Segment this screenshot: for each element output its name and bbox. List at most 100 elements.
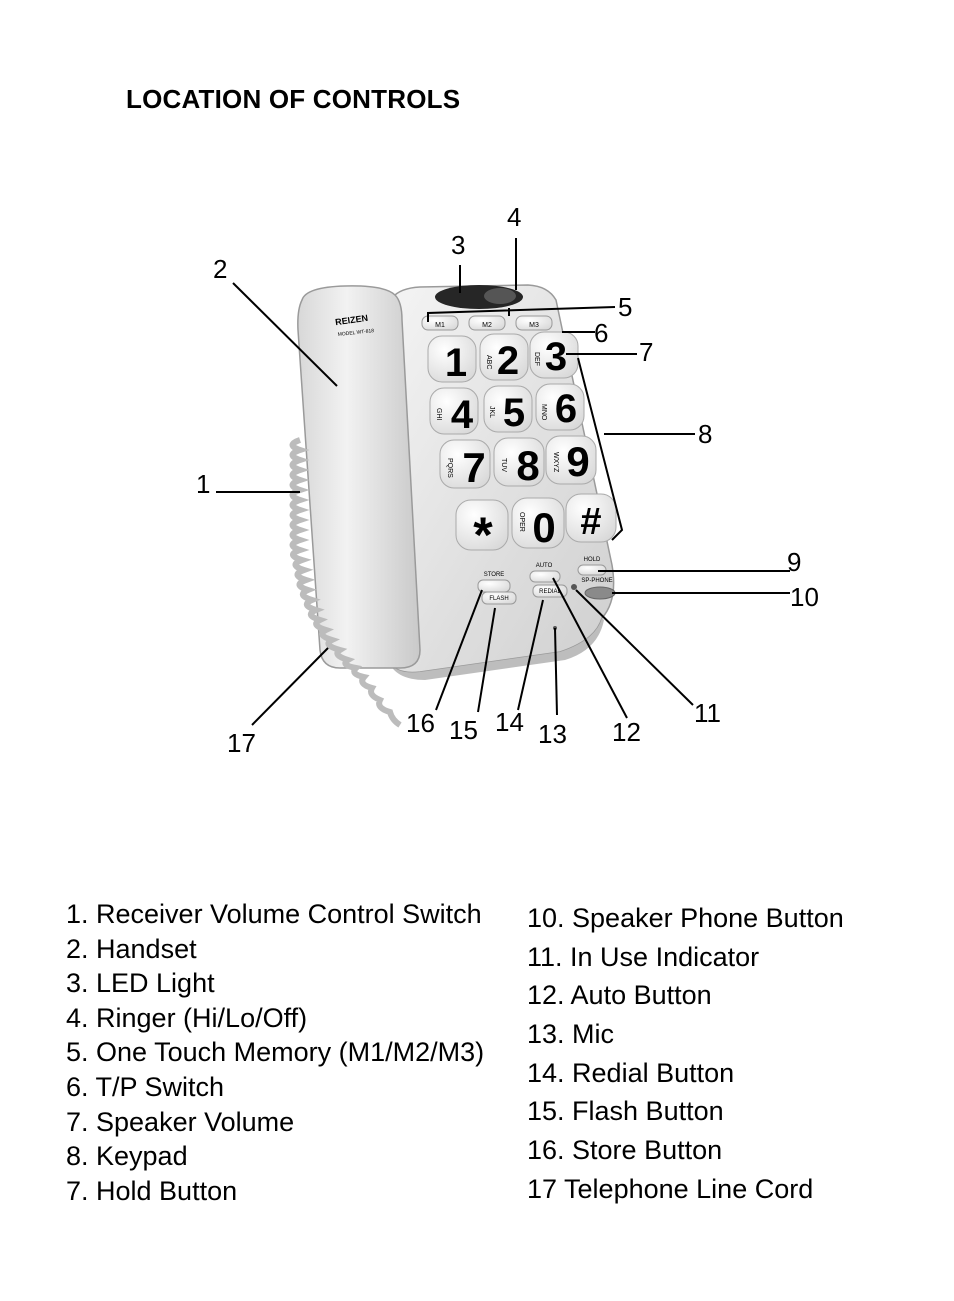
legend-item: 14. Redial Button <box>527 1057 735 1088</box>
in-use-indicator <box>571 584 577 590</box>
key-4-letters: GHI <box>435 408 442 421</box>
store-button[interactable] <box>477 579 511 593</box>
callout-numbers: 1 2 3 4 5 6 7 8 9 10 11 12 13 14 15 16 1… <box>196 202 819 758</box>
model-label: MODEL WT-818 <box>337 328 374 338</box>
key-2-letters: ABC <box>485 355 492 369</box>
key-9[interactable]: WXYZ 9 <box>545 435 597 485</box>
flash-label: FLASH <box>489 596 508 602</box>
key-8-digit: 8 <box>516 442 539 489</box>
leader-line-12 <box>552 577 628 719</box>
callout-1: 1 <box>196 469 210 499</box>
key-5-digit: 5 <box>503 391 525 435</box>
key-9-letters: WXYZ <box>552 452 559 473</box>
key-hash-digit: # <box>580 501 601 543</box>
memory-key-m3[interactable] <box>515 315 553 331</box>
memory-key-m1-label: M1 <box>435 322 445 329</box>
flash-button[interactable] <box>481 591 517 605</box>
key-5-letters: JKL <box>488 406 495 418</box>
key-8-letters: TUV <box>500 458 507 472</box>
key-7-digit: 7 <box>462 444 485 491</box>
key-hash[interactable]: # <box>565 493 617 543</box>
brand-label: REIZEN <box>335 313 369 327</box>
callout-5: 5 <box>618 292 632 322</box>
sp-phone-button[interactable] <box>584 586 616 600</box>
callout-15: 15 <box>449 715 478 745</box>
auto-button[interactable] <box>529 570 561 583</box>
memory-keys: M1 M2 M3 <box>421 315 553 331</box>
leader-line-16 <box>435 589 483 711</box>
redial-label: REDIAL <box>539 589 561 595</box>
function-keys: HOLD AUTO STORE SP-PHONE REDIAL FLASH <box>477 557 616 630</box>
key-3-letters: DEF <box>533 352 540 366</box>
leader-line-2 <box>232 282 338 387</box>
key-0[interactable]: OPER 0 <box>511 497 565 551</box>
legend-item: 5. One Touch Memory (M1/M2/M3) <box>66 1037 485 1068</box>
callout-9: 9 <box>787 547 801 577</box>
telephone-diagram: REIZEN MODEL WT-818 M1 M2 M3 1 ABC 2 DEF… <box>196 202 819 758</box>
legend-item: 7. Speaker Volume <box>66 1106 295 1137</box>
legend-item: 11. In Use Indicator <box>527 941 760 972</box>
key-3-digit: 3 <box>545 335 567 379</box>
page-title: LOCATION OF CONTROLS <box>126 84 461 114</box>
key-6[interactable]: MNO 6 <box>535 383 585 431</box>
callout-14: 14 <box>495 707 524 737</box>
callout-11: 11 <box>694 698 721 728</box>
memory-key-m3-label: M3 <box>529 322 539 329</box>
memory-key-m2-label: M2 <box>482 322 492 329</box>
legend-item: 8. Keypad <box>66 1141 188 1172</box>
key-6-digit: 6 <box>555 387 577 431</box>
key-2-digit: 2 <box>497 339 519 383</box>
key-4-digit: 4 <box>451 393 474 437</box>
callout-8: 8 <box>698 419 712 449</box>
callout-17: 17 <box>227 728 256 758</box>
key-1-digit: 1 <box>445 341 467 385</box>
leader-line-13 <box>554 627 558 716</box>
key-1[interactable]: 1 <box>427 335 477 385</box>
coiled-cord <box>289 437 402 728</box>
key-9-digit: 9 <box>566 438 589 485</box>
leader-lines <box>216 238 790 726</box>
callout-16: 16 <box>406 708 435 738</box>
key-4[interactable]: GHI 4 <box>429 387 479 437</box>
key-star[interactable]: * <box>455 499 509 563</box>
leader-line-17 <box>251 647 329 726</box>
callout-7: 7 <box>639 337 653 367</box>
memory-key-m2[interactable] <box>468 315 506 331</box>
legend-item: 10. Speaker Phone Button <box>527 903 844 933</box>
key-7-letters: PQRS <box>446 458 453 478</box>
leader-line-15 <box>477 607 496 713</box>
legend-item: 13. Mic <box>527 1019 615 1050</box>
key-7[interactable]: PQRS 7 <box>439 439 491 491</box>
callout-2: 2 <box>213 254 227 284</box>
leader-line-5 <box>427 306 616 322</box>
auto-label: AUTO <box>536 563 553 569</box>
memory-key-m1[interactable] <box>421 315 459 331</box>
legend-item: 12. Auto Button <box>527 980 712 1011</box>
callout-6: 6 <box>594 318 608 348</box>
keypad: 1 ABC 2 DEF 3 GHI 4 JKL 5 MNO 6 PQRS 7 T… <box>427 331 617 563</box>
key-6-letters: MNO <box>540 404 547 421</box>
key-0-digit: 0 <box>532 504 555 551</box>
key-0-letters: OPER <box>518 512 525 532</box>
key-3[interactable]: DEF 3 <box>529 331 579 379</box>
sp-phone-label: SP-PHONE <box>581 578 612 584</box>
key-2[interactable]: ABC 2 <box>479 333 529 383</box>
phone-base-front <box>388 618 604 680</box>
legend-item: 7. Hold Button <box>66 1175 238 1206</box>
leader-line-8 <box>577 357 624 541</box>
callout-13: 13 <box>538 719 567 749</box>
key-5[interactable]: JKL 5 <box>483 385 533 435</box>
key-star-digit: * <box>473 507 493 563</box>
legend-item: 1. Receiver Volume Control Switch <box>66 899 482 929</box>
callout-4: 4 <box>507 202 521 232</box>
legend-item: 17 Telephone Line Cord <box>527 1173 814 1204</box>
leader-line-14 <box>517 599 544 711</box>
callout-12: 12 <box>612 717 641 747</box>
legend-item: 3. LED Light <box>66 968 215 999</box>
ringer-switch[interactable] <box>484 288 516 304</box>
legend-item: 6. T/P Switch <box>66 1071 225 1102</box>
leader-line-11 <box>575 589 694 706</box>
legend-right: 10. Speaker Phone Button 11. In Use Indi… <box>527 899 844 1209</box>
legend-item: 4. Ringer (Hi/Lo/Off) <box>66 1002 308 1033</box>
key-8[interactable]: TUV 8 <box>493 437 545 489</box>
